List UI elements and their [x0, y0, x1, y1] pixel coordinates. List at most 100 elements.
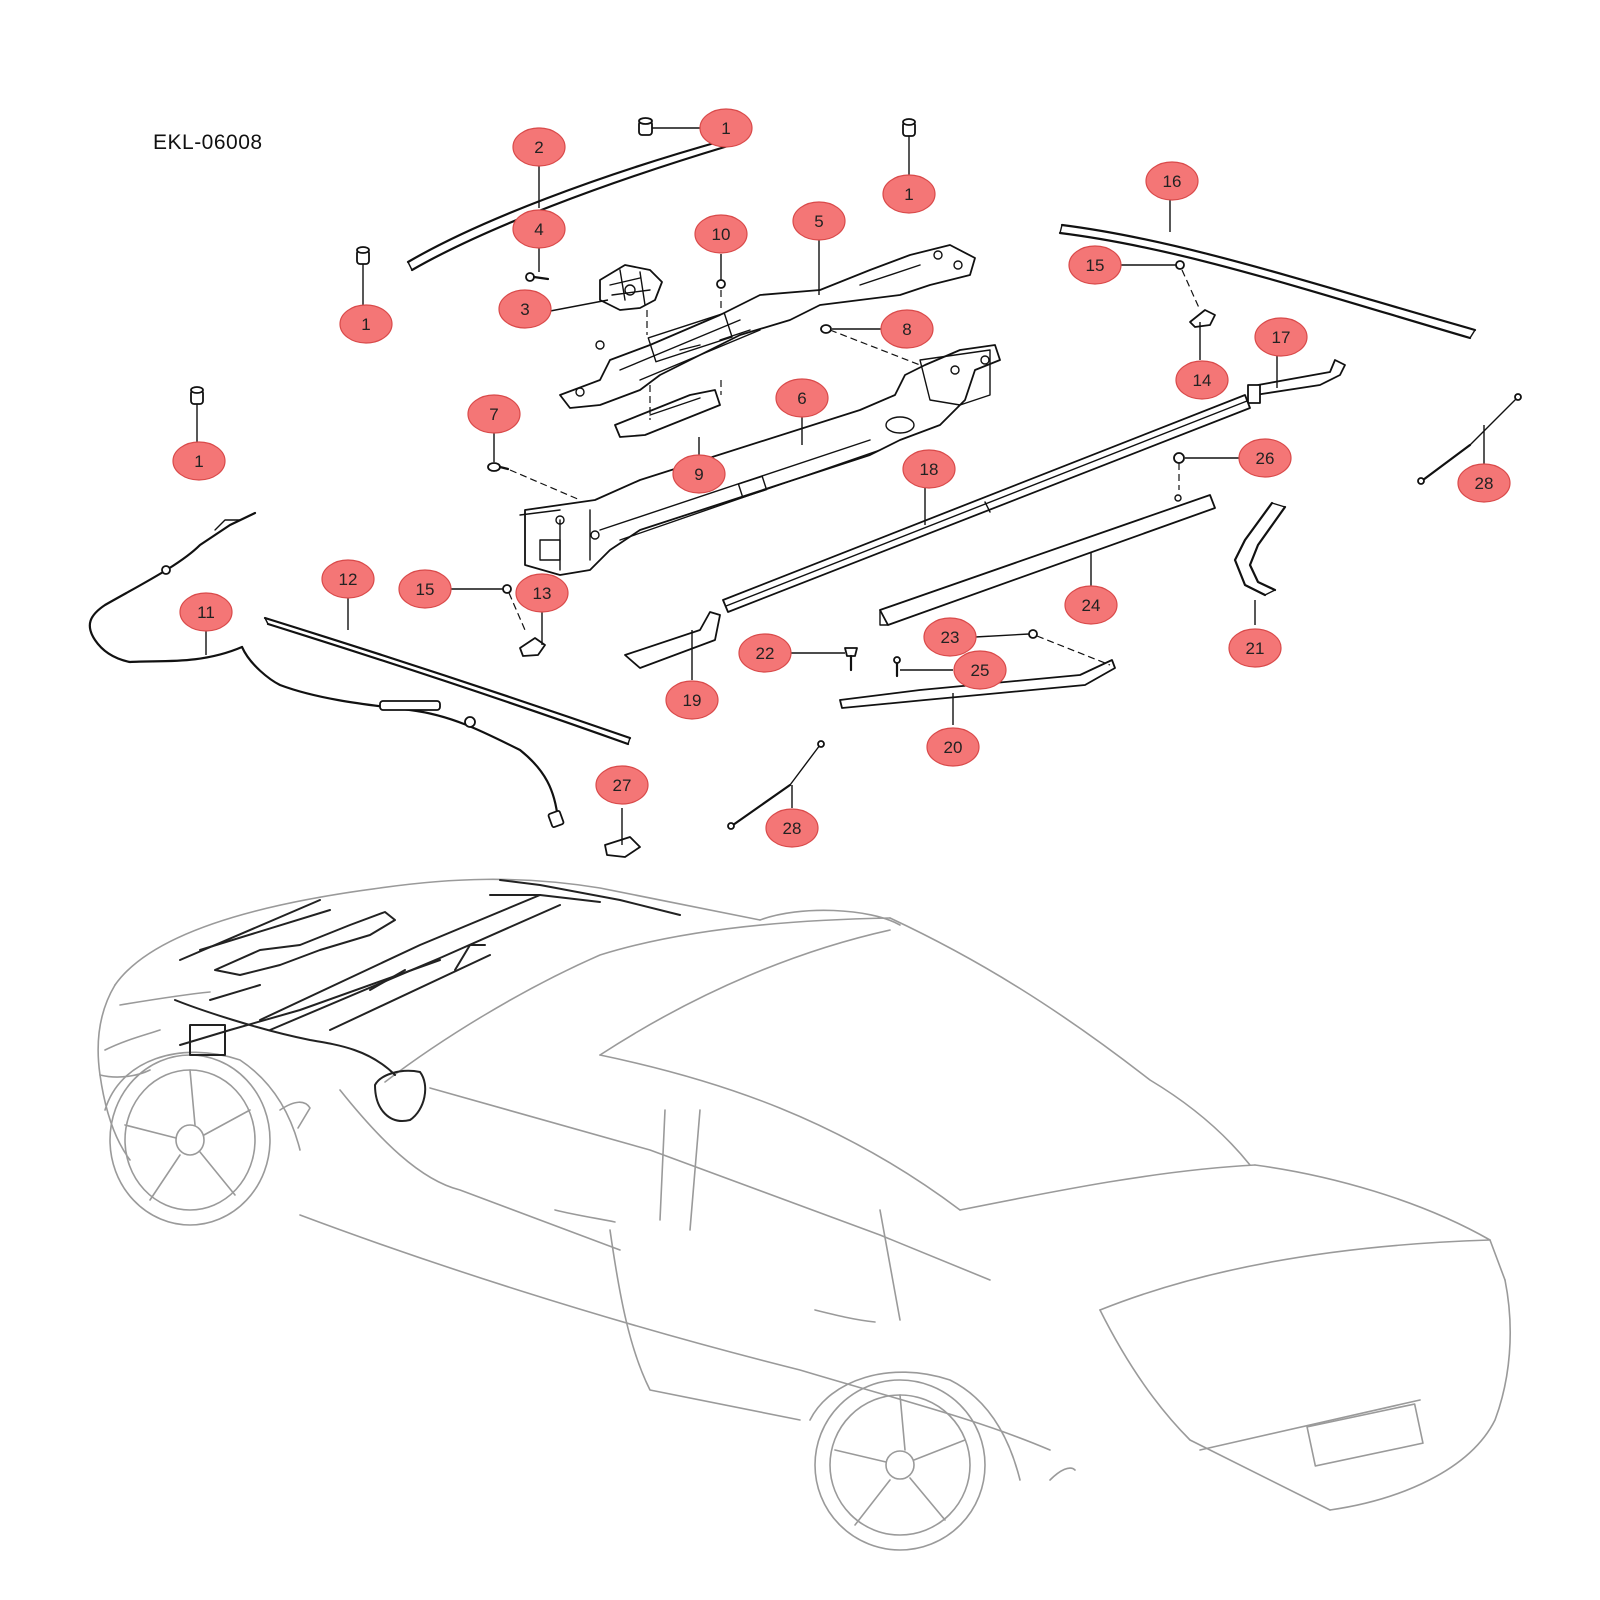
crossmember-6: [519, 344, 1001, 576]
callout-number: 20: [944, 738, 963, 757]
callout-bubble: [321, 559, 375, 599]
callout-number: 2: [534, 138, 543, 157]
callout-number: 22: [756, 644, 775, 663]
bracket-21: [1233, 501, 1287, 597]
bump-stop-1c: [356, 246, 370, 265]
callout-22: 22: [738, 633, 792, 673]
callout-bubble: [1175, 360, 1229, 400]
vehicle-outline: [97, 878, 1511, 1551]
callout-bubble: [1457, 463, 1511, 503]
clip-14: [1189, 309, 1216, 328]
installed-parts-on-vehicle: [174, 879, 681, 1076]
callout-number: 6: [797, 389, 806, 408]
callout-number: 15: [1086, 256, 1105, 275]
exploded-parts: [88, 117, 1522, 858]
callout-bubble: [923, 617, 977, 657]
gas-strut-28-right: [1417, 393, 1522, 485]
callout-2: 2: [512, 127, 566, 167]
release-cable-11: [88, 511, 565, 828]
callout-bubble: [1064, 585, 1118, 625]
diagram-code: EKL-06008: [153, 131, 263, 154]
callout-number: 12: [339, 570, 358, 589]
callout-number: 9: [694, 465, 703, 484]
callout-number: 15: [416, 580, 435, 599]
callout-bubble: [595, 765, 649, 805]
callout-14: 14: [1175, 360, 1229, 400]
gas-strut-28-left: [727, 740, 825, 830]
callout-15: 15: [398, 569, 452, 609]
callout-9: 9: [672, 454, 726, 494]
callout-number: 24: [1082, 596, 1101, 615]
callout-bubble: [515, 573, 569, 613]
callout-1: 1: [339, 304, 393, 344]
callout-4: 4: [512, 209, 566, 249]
bump-stop-1d: [190, 386, 204, 405]
callout-24: 24: [1064, 585, 1118, 625]
callout-bubble: [694, 214, 748, 254]
callout-bubble: [172, 441, 226, 481]
callout-3: 3: [498, 289, 552, 329]
callout-28: 28: [1457, 463, 1511, 503]
washer-8: [820, 324, 832, 334]
bracket-5: [559, 244, 976, 409]
latch-3: [599, 264, 663, 311]
callout-number: 19: [683, 691, 702, 710]
callout-bubble: [398, 569, 452, 609]
callout-bubble: [1068, 245, 1122, 285]
callout-number: 25: [971, 661, 990, 680]
bolt-15-left: [502, 584, 512, 594]
callout-bubble: [1145, 161, 1199, 201]
callout-1: 1: [882, 174, 936, 214]
callout-25: 25: [953, 650, 1007, 690]
callout-number: 16: [1163, 172, 1182, 191]
bolt-7: [487, 462, 510, 472]
callout-number: 14: [1193, 371, 1212, 390]
bolt-10: [716, 279, 726, 289]
callout-bubble: [179, 592, 233, 632]
callout-6: 6: [775, 378, 829, 418]
callout-bubble: [467, 394, 521, 434]
channel-24: [879, 494, 1216, 626]
callout-bubble: [953, 650, 1007, 690]
callout-number: 4: [534, 220, 543, 239]
callout-bubble: [699, 108, 753, 148]
callout-bubble: [1238, 438, 1292, 478]
callout-bubble: [765, 808, 819, 848]
bolt-22: [844, 647, 858, 672]
callout-13: 13: [515, 573, 569, 613]
callout-number: 27: [613, 776, 632, 795]
callout-number: 21: [1246, 639, 1265, 658]
callout-number: 10: [712, 225, 731, 244]
bolt-15-right: [1175, 260, 1185, 270]
callout-bubble: [880, 309, 934, 349]
callout-16: 16: [1145, 161, 1199, 201]
bolt-26: [1173, 452, 1185, 464]
callout-number: 13: [533, 584, 552, 603]
callout-number: 5: [814, 212, 823, 231]
callout-number: 23: [941, 628, 960, 647]
callout-number: 1: [361, 315, 370, 334]
callout-bubble: [512, 209, 566, 249]
callout-bubble: [775, 378, 829, 418]
callout-7: 7: [467, 394, 521, 434]
callout-bubble: [665, 680, 719, 720]
callout-number: 18: [920, 460, 939, 479]
callout-number: 1: [721, 119, 730, 138]
bolt-4: [525, 272, 550, 282]
bolt-23: [1028, 629, 1038, 639]
callout-28: 28: [765, 808, 819, 848]
callout-number: 11: [197, 603, 215, 622]
callout-10: 10: [694, 214, 748, 254]
callout-bubble: [926, 727, 980, 767]
callout-19: 19: [665, 680, 719, 720]
callout-number: 8: [902, 320, 911, 339]
callout-5: 5: [792, 201, 846, 241]
callout-15: 15: [1068, 245, 1122, 285]
callout-18: 18: [902, 449, 956, 489]
callout-12: 12: [321, 559, 375, 599]
callout-26: 26: [1238, 438, 1292, 478]
callout-number: 17: [1272, 328, 1291, 347]
switch-27: [604, 836, 641, 858]
callout-bubble: [1228, 628, 1282, 668]
